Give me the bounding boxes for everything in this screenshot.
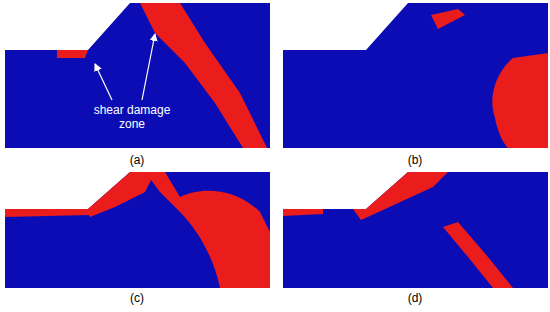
leader-arrow — [95, 64, 112, 100]
damage-band — [443, 222, 513, 288]
leader-arrow — [142, 34, 155, 100]
panel-label: (a) — [117, 154, 157, 168]
damage-band — [140, 3, 267, 148]
slope-model — [283, 172, 548, 288]
damage-strip — [283, 207, 323, 216]
panel-c — [5, 172, 270, 288]
damage-streak — [431, 9, 465, 29]
panel-label: (d) — [395, 292, 435, 306]
damage-zone — [492, 53, 548, 148]
damage-band — [353, 172, 448, 220]
damage-band — [85, 172, 155, 217]
panel-label: (c) — [117, 292, 157, 306]
slope-model — [5, 3, 270, 148]
panel-b — [283, 3, 548, 148]
slope-model — [5, 172, 270, 288]
damage-strip — [57, 50, 88, 58]
damage-zone — [145, 172, 270, 288]
panel-a — [5, 3, 270, 148]
panel-d — [283, 172, 548, 288]
callout-text: shear damage zone — [92, 104, 172, 132]
damage-strip — [5, 207, 90, 217]
slope-model — [283, 3, 548, 148]
panel-label: (b) — [395, 154, 435, 168]
